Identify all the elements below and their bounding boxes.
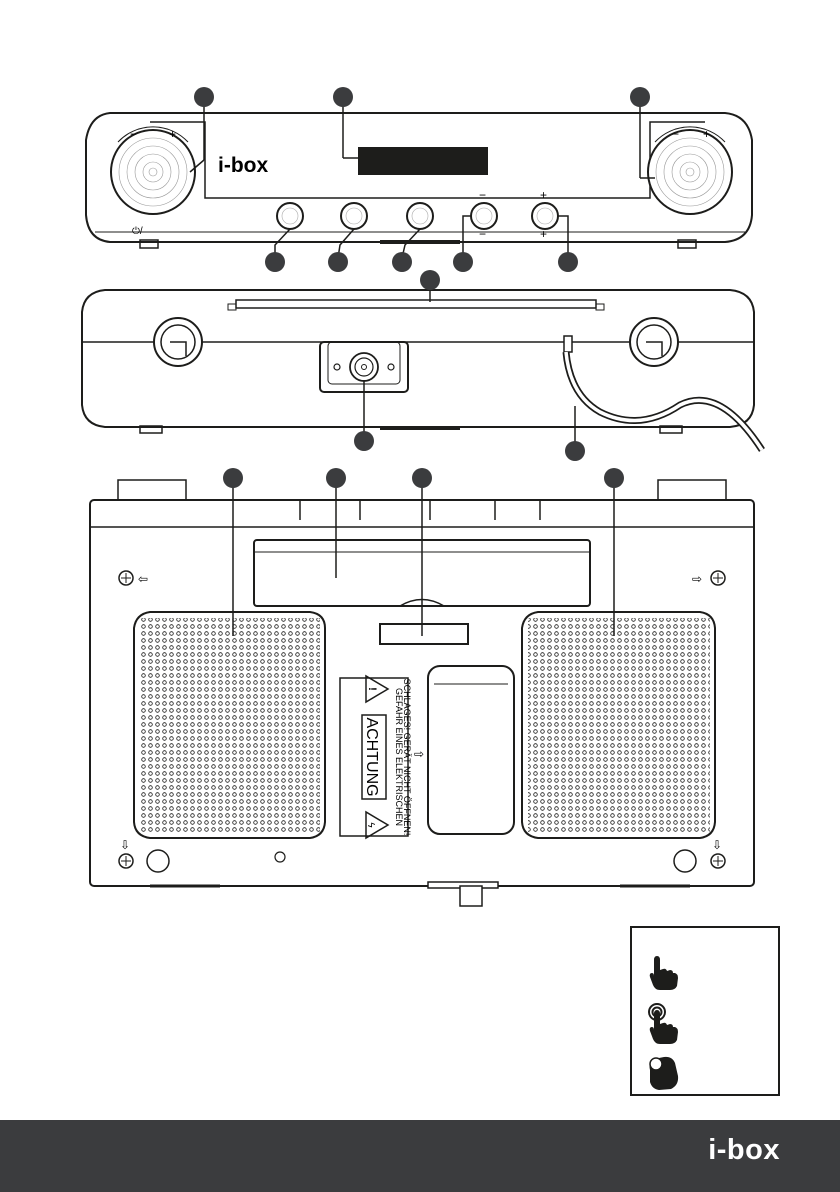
callout-marker <box>558 252 578 272</box>
screw-icon <box>119 854 133 868</box>
front-button-plus[interactable] <box>532 203 558 229</box>
left-speaker-knob[interactable] <box>111 130 195 214</box>
right-speaker-knob[interactable] <box>648 130 732 214</box>
warning-line-2: SCHLAGES! GERÄT NICHT ÖFFNEN! <box>402 679 412 836</box>
screw-icon <box>711 571 725 585</box>
rear-mount-left <box>154 318 202 366</box>
svg-text:!: ! <box>366 687 378 691</box>
button-plus-bottom: + <box>540 227 547 241</box>
press-hand-icon <box>642 952 682 992</box>
rear-view <box>82 270 762 461</box>
front-button-minus[interactable] <box>471 203 497 229</box>
bottom-view: ⇨ ! ACHTUNG ϟ GEFAHR EINES ELEKTRISCHEN … <box>90 468 754 906</box>
bottom-label-slot <box>380 624 468 644</box>
arrow-right-icon: ⇨ <box>692 572 702 586</box>
arrow-right-icon: ⇨ <box>414 747 424 761</box>
callout-marker <box>328 252 348 272</box>
callout-marker <box>354 431 374 451</box>
front-button-2[interactable] <box>341 203 367 229</box>
front-view: − + ⏻/ − + i-box − − + + <box>86 87 752 272</box>
callout-marker <box>453 252 473 272</box>
touch-hand-icon <box>642 1002 682 1046</box>
footer-brand-logo: i-box <box>708 1134 780 1167</box>
warning-title: ACHTUNG <box>363 717 380 796</box>
arrow-down-icon: ⇩ <box>120 838 130 852</box>
button-minus-bottom: − <box>479 227 486 241</box>
callout-marker <box>326 468 346 488</box>
callout-marker <box>194 87 214 107</box>
svg-text:ϟ: ϟ <box>365 822 376 828</box>
callout-marker <box>412 468 432 488</box>
front-button-3[interactable] <box>407 203 433 229</box>
front-brand-logo: i-box <box>218 154 268 177</box>
right-speaker-plus: + <box>703 127 710 141</box>
footer-bar: i-box <box>0 1120 840 1192</box>
left-speaker-plus: + <box>169 127 176 141</box>
arrow-down-icon: ⇩ <box>712 838 722 852</box>
left-speaker-grille <box>134 612 325 838</box>
left-speaker-minus: − <box>130 127 137 141</box>
screw-icon <box>711 854 725 868</box>
callout-marker <box>223 468 243 488</box>
callout-marker <box>420 270 440 290</box>
screw-icon <box>119 571 133 585</box>
callout-marker <box>630 87 650 107</box>
lcd-display <box>358 147 488 175</box>
callout-marker <box>565 441 585 461</box>
front-button-1[interactable] <box>277 203 303 229</box>
callout-marker <box>604 468 624 488</box>
gesture-legend <box>630 926 780 1096</box>
callout-marker <box>392 252 412 272</box>
turn-knob-icon <box>642 1052 682 1092</box>
button-plus-top: + <box>540 188 547 202</box>
callout-marker <box>333 87 353 107</box>
callout-marker <box>265 252 285 272</box>
right-speaker-minus: − <box>672 127 679 141</box>
arrow-left-icon: ⇦ <box>138 572 148 586</box>
right-speaker-grille <box>522 612 715 838</box>
bottom-cover-panel <box>428 666 514 834</box>
button-minus-top: − <box>479 188 486 202</box>
rear-mount-right <box>630 318 678 366</box>
power-symbol: ⏻/ <box>132 226 143 237</box>
warning-label: ! ACHTUNG ϟ GEFAHR EINES ELEKTRISCHEN SC… <box>340 676 412 838</box>
